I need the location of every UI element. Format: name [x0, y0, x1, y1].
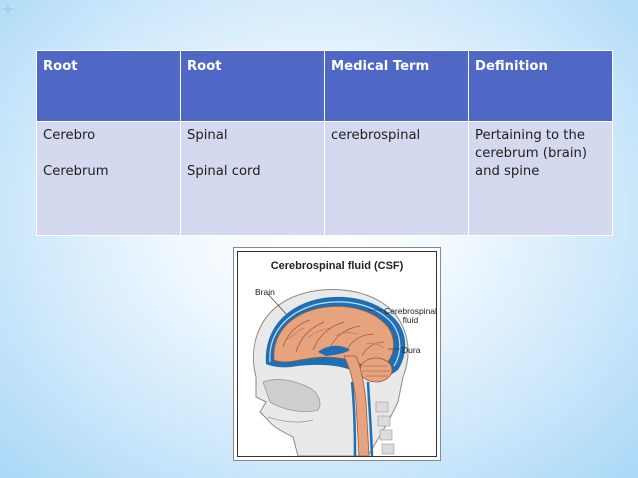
label-csf-line1: Cerebrospinal	[384, 306, 437, 316]
root2-meaning: Spinal cord	[187, 164, 261, 179]
header-definition: Definition	[468, 50, 613, 122]
medical-terms-table: Root Root Medical Term Definition Cerebr…	[36, 50, 613, 236]
brain-cross-section-illustration	[252, 289, 409, 456]
diagram-title: Cerebrospinal fluid (CSF)	[270, 260, 404, 272]
diagram-frame: Cerebrospinal fluid (CSF)	[237, 251, 437, 457]
root1-meaning: Cerebrum	[43, 164, 109, 179]
header-root-1: Root	[36, 50, 181, 122]
table-row: Cerebro Cerebrum Spinal Spinal cord cere…	[36, 121, 613, 236]
star-icon	[2, 3, 14, 15]
label-csf: Cerebrospinal fluid	[384, 306, 437, 325]
label-csf-line2: fluid	[402, 315, 419, 325]
root2-term: Spinal	[187, 128, 228, 143]
root1-term: Cerebro	[43, 128, 96, 143]
header-medical-term: Medical Term	[324, 50, 469, 122]
cell-definition: Pertaining to the cerebrum (brain) and s…	[468, 121, 613, 236]
table-header-row: Root Root Medical Term Definition	[36, 50, 613, 122]
csf-diagram: Cerebrospinal fluid (CSF)	[233, 247, 441, 461]
cell-root-2: Spinal Spinal cord	[180, 121, 325, 236]
label-dura: Dura	[402, 345, 421, 355]
cell-medical-term: cerebrospinal	[324, 121, 469, 236]
header-root-2: Root	[180, 50, 325, 122]
cell-root-1: Cerebro Cerebrum	[36, 121, 181, 236]
label-brain: Brain	[255, 287, 275, 297]
